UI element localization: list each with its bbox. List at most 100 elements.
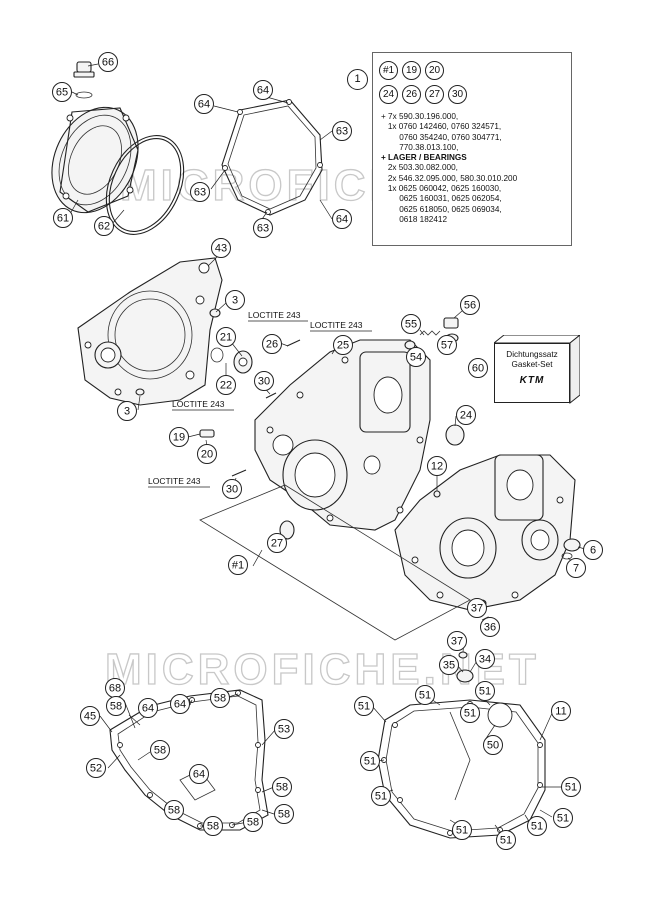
left-crankcase-25 xyxy=(254,339,431,531)
callout-number: 34 xyxy=(479,654,491,666)
callout-number: 27 xyxy=(271,538,283,550)
callout-50: 50 xyxy=(483,735,503,755)
callout-number: 58 xyxy=(278,809,290,821)
callout-number: 37 xyxy=(451,636,463,648)
callout-number: 51 xyxy=(500,835,512,847)
callout-58: 58 xyxy=(203,816,223,836)
callout-63: 63 xyxy=(253,218,273,238)
callout-number: 50 xyxy=(487,740,499,752)
callout-52: 52 xyxy=(86,758,106,778)
callout-number: 25 xyxy=(337,340,349,352)
callout-number: 51 xyxy=(479,686,491,698)
ref-badge: 20 xyxy=(425,61,444,80)
case-gasket-outline xyxy=(199,484,471,641)
gasket-label-de: Dichtungssatz xyxy=(506,350,558,359)
callout-number: 26 xyxy=(266,339,278,351)
callout-number: 22 xyxy=(220,380,232,392)
callout-30: 30 xyxy=(254,371,274,391)
loctite-label: LOCTITE 243 xyxy=(172,399,225,409)
callout-51: 51 xyxy=(553,808,573,828)
part-number-line: 0625 160031, 0625 062054, xyxy=(381,194,502,204)
callout-number: 3 xyxy=(232,295,238,307)
callout-number: 58 xyxy=(154,745,166,757)
callout-number: 51 xyxy=(456,825,468,837)
callout-34: 34 xyxy=(475,649,495,669)
callout-number: 65 xyxy=(56,87,68,99)
callout-number: 24 xyxy=(460,410,472,422)
part-number-line: + 7x 590.30.196.000, xyxy=(381,112,459,121)
ref-badge: 26 xyxy=(402,85,421,104)
callout-55: 55 xyxy=(401,314,421,334)
loctite-label: LOCTITE 243 xyxy=(248,310,301,320)
callout-number: 64 xyxy=(174,699,186,711)
callout-61: 61 xyxy=(53,208,73,228)
callout-53: 53 xyxy=(274,719,294,739)
callout-number: 64 xyxy=(193,769,205,781)
callout-number: 20 xyxy=(201,449,213,461)
callout-64: 64 xyxy=(170,694,190,714)
callout-58: 58 xyxy=(210,688,230,708)
callout-3: 3 xyxy=(225,290,245,310)
ref-badge: 24 xyxy=(379,85,398,104)
callout-51: 51 xyxy=(561,777,581,797)
callout-number: 64 xyxy=(257,85,269,97)
callout-number: 63 xyxy=(336,126,348,138)
part-number-line: 1x 0625 060042, 0625 160030, xyxy=(381,184,502,194)
callout-number: 54 xyxy=(410,352,422,364)
gasket-box-outline xyxy=(494,335,580,405)
part-number-line: 0625 618050, 0625 069034, xyxy=(381,204,502,214)
small-parts-group-21-22 xyxy=(135,308,253,396)
ref-badge: 19 xyxy=(402,61,421,80)
part-number-line: 2x 503.30.082.000, xyxy=(381,163,458,173)
callout-51: 51 xyxy=(360,751,380,771)
callout-number: 58 xyxy=(214,693,226,705)
callout-number: 30 xyxy=(258,376,270,388)
callout-62: 62 xyxy=(94,216,114,236)
callout-58: 58 xyxy=(164,800,184,820)
callout-37: 37 xyxy=(467,598,487,618)
callout-number: 35 xyxy=(443,660,455,672)
callout-number: 56 xyxy=(464,300,476,312)
callout-number: 58 xyxy=(276,782,288,794)
callout-7: 7 xyxy=(566,558,586,578)
callout-43: 43 xyxy=(211,238,231,258)
callout-number: 30 xyxy=(226,484,238,496)
callout-number: 51 xyxy=(364,756,376,768)
loctite-label: LOCTITE 243 xyxy=(310,320,363,330)
callout-51: 51 xyxy=(496,830,516,850)
callout-number: 51 xyxy=(557,813,569,825)
callout-number: 58 xyxy=(247,817,259,829)
callout-number: 51 xyxy=(358,701,370,713)
callout-58: 58 xyxy=(272,777,292,797)
callout-56: 56 xyxy=(460,295,480,315)
callout-number: 51 xyxy=(375,791,387,803)
callout-11: 11 xyxy=(551,701,571,721)
cover-gasket-62 xyxy=(105,135,185,235)
callout-60: 60 xyxy=(468,358,488,378)
callout-64: 64 xyxy=(194,94,214,114)
callout-number: 63 xyxy=(194,187,206,199)
callout-hash1: #1 xyxy=(228,555,248,575)
callout-20: 20 xyxy=(197,444,217,464)
callout-51: 51 xyxy=(452,820,472,840)
oil-plug-66 xyxy=(73,61,95,99)
callout-number: 51 xyxy=(565,782,577,794)
callout-26: 26 xyxy=(262,334,282,354)
callout-58: 58 xyxy=(106,696,126,716)
callout-number: 51 xyxy=(531,821,543,833)
callout-number: 63 xyxy=(257,223,269,235)
callout-58: 58 xyxy=(274,804,294,824)
callout-27: 27 xyxy=(267,533,287,553)
callout-51: 51 xyxy=(371,786,391,806)
callout-51: 51 xyxy=(415,685,435,705)
callout-51: 51 xyxy=(527,816,547,836)
callout-3: 3 xyxy=(117,401,137,421)
callout-63: 63 xyxy=(332,121,352,141)
gasket-label-en: Gasket-Set xyxy=(511,360,553,369)
callout-22: 22 xyxy=(216,375,236,395)
callout-68: 68 xyxy=(105,678,125,698)
callout-number: 61 xyxy=(57,213,69,225)
callout-number: 36 xyxy=(484,622,496,634)
